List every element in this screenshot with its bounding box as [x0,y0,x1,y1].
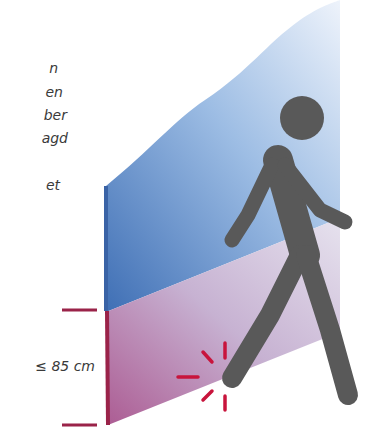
note-text: agd [42,130,68,146]
glass-edge-low [107,311,108,425]
dimension-label: ≤ 85 cm [35,358,95,374]
impact-mark [178,343,225,410]
note-text: ber [44,107,67,123]
bracket-tick [62,309,97,312]
note-text: en [46,84,64,100]
note-text: et [46,177,60,193]
note-text: n [49,60,58,76]
glass-edge [104,186,108,311]
bracket-tick [62,424,97,427]
walking-person [232,96,348,395]
